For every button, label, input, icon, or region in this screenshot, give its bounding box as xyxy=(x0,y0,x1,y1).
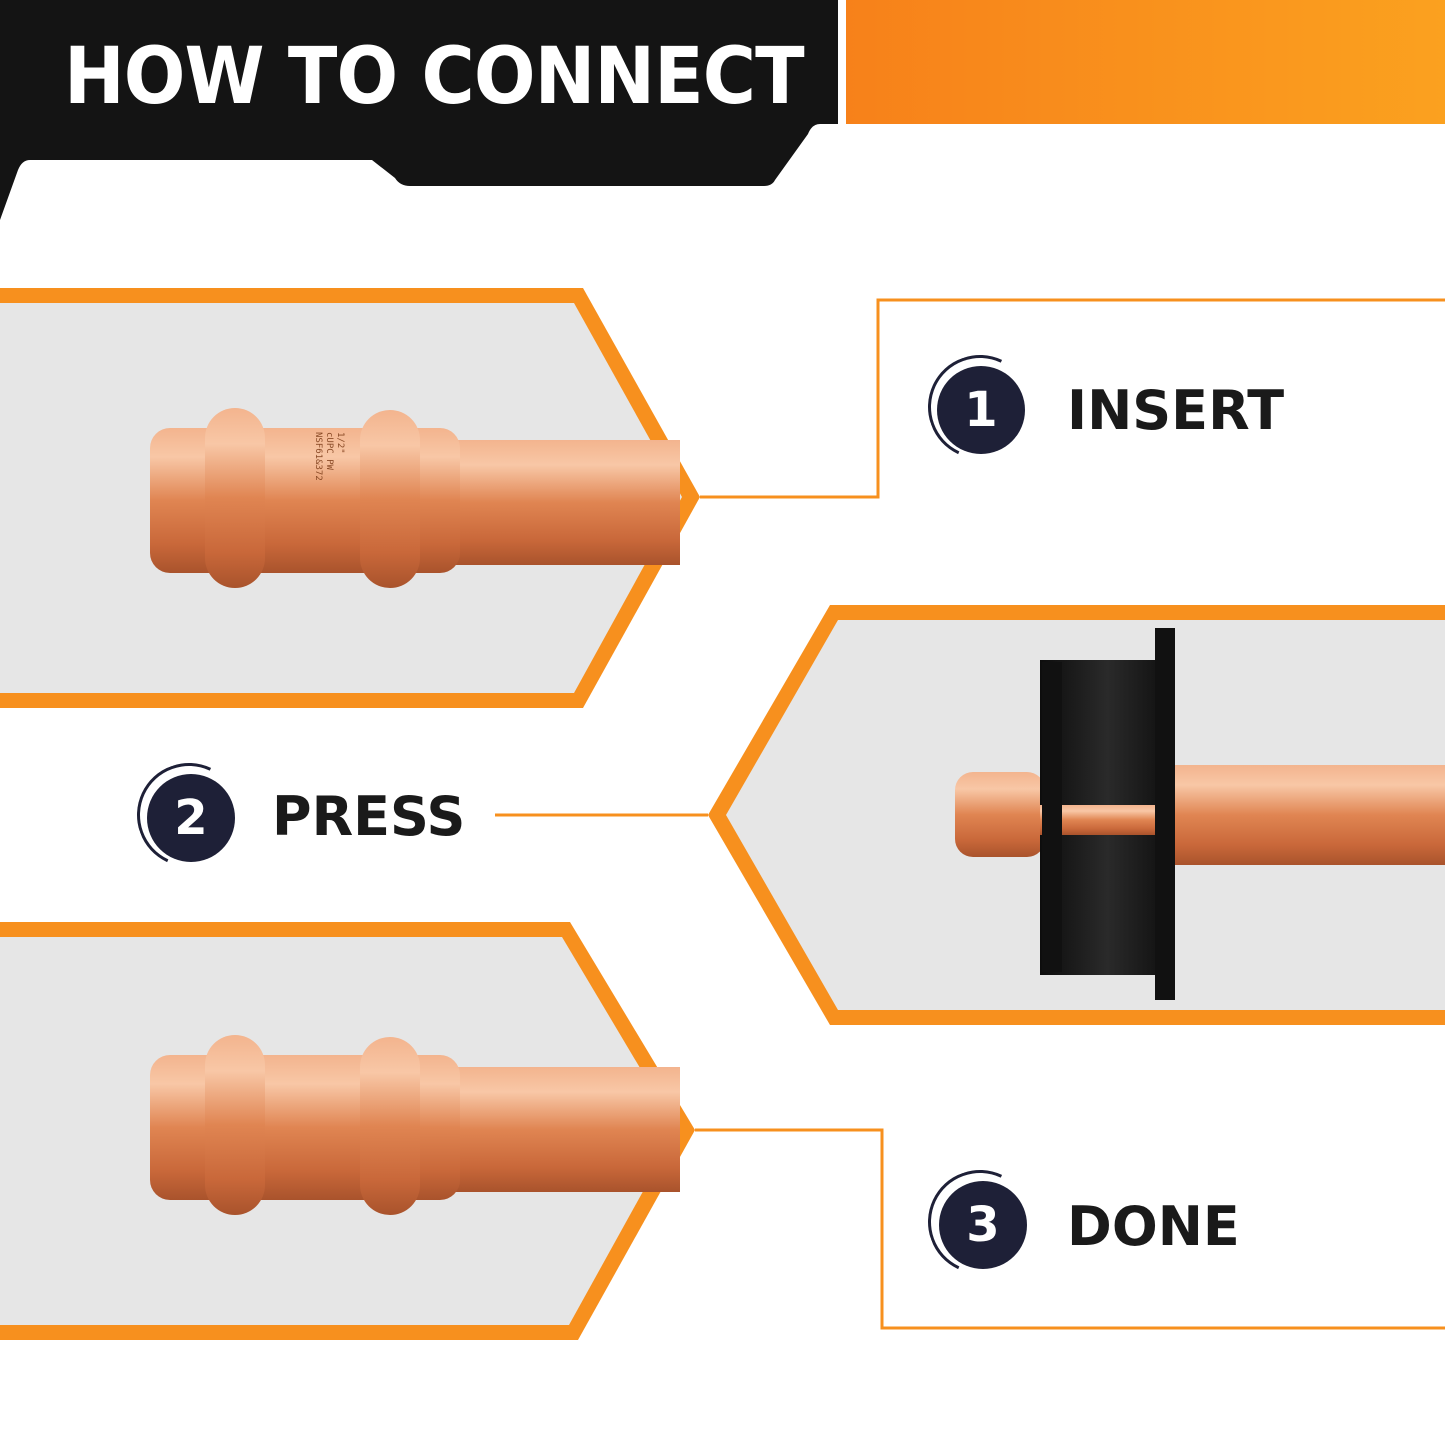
connector-line-1 xyxy=(700,298,1445,499)
fitting-marking: 1/2" cUPC PW NSF61&372 xyxy=(312,432,345,481)
connector-line-3 xyxy=(695,1128,1445,1330)
marking-size: 1/2" xyxy=(335,432,345,454)
step-1-badge: 1 xyxy=(937,366,1025,454)
step-2-label: PRESS xyxy=(272,785,466,848)
step-2-badge: 2 xyxy=(147,774,235,862)
press-tool-image xyxy=(955,628,1445,1000)
page-title: HOW TO CONNECT xyxy=(64,32,805,122)
fitting-done-image xyxy=(150,1035,680,1215)
header-banner xyxy=(0,0,838,220)
step-1-label: INSERT xyxy=(1067,379,1285,442)
header-orange-bar xyxy=(846,0,1445,124)
fitting-insert-image xyxy=(150,408,680,588)
step-3-label: DONE xyxy=(1067,1195,1240,1258)
marking-nsf: NSF61&372 xyxy=(313,432,323,481)
step-3-badge: 3 xyxy=(939,1181,1027,1269)
marking-cert: cUPC PW xyxy=(324,432,334,470)
